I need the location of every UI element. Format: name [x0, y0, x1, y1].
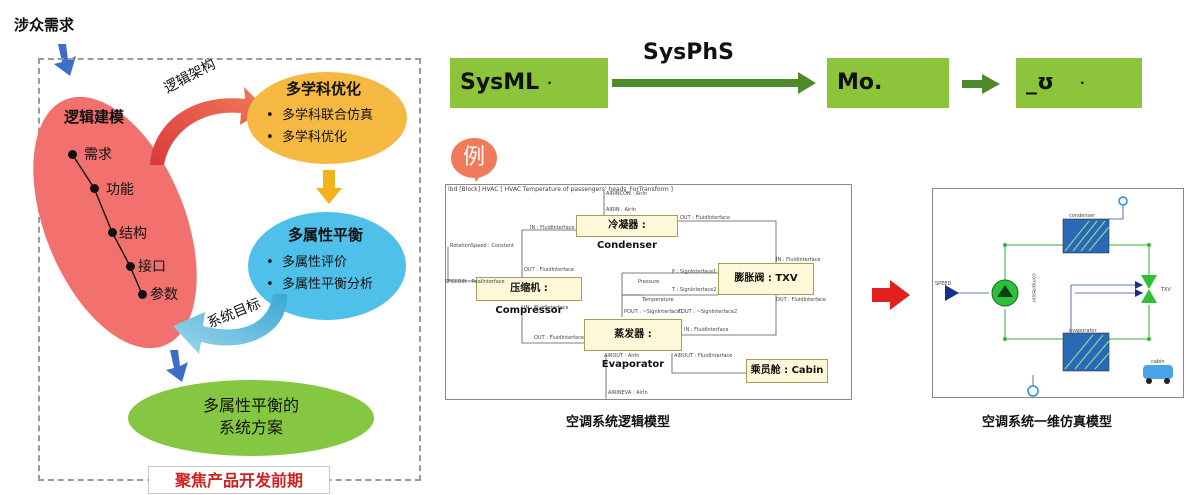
port-label: IN : FluidInterface: [776, 257, 821, 263]
sysml-mark: ·: [547, 76, 552, 90]
port-label: Pressure: [638, 279, 660, 285]
logic-item-structure: 结构: [119, 226, 147, 242]
simulation-model-diagram: condenser compressor evaporator cabin TX…: [932, 188, 1184, 398]
port-label: AIROUT : FluidInterface: [674, 353, 733, 359]
tool-label: _ʊ: [1026, 70, 1054, 95]
tree-node: [68, 150, 77, 159]
scheme-line-2: 系统方案: [218, 418, 283, 437]
tool-box: _ʊ ·: [1016, 58, 1142, 108]
sysphs-label: SysPhS: [643, 40, 734, 65]
port-label: P : SignInterface1: [672, 269, 717, 275]
condenser-block: 冷凝器 : Condenser: [576, 215, 678, 251]
balance-title: 多属性平衡: [288, 226, 364, 244]
example-badge: 例: [451, 138, 497, 178]
cabin-block: 乘员舱 : Cabin: [746, 359, 828, 383]
scheme-ellipse: [128, 380, 374, 456]
logic-item-parameter: 参数: [150, 287, 178, 303]
down-arrow-icon: [166, 350, 188, 382]
logic-item-requirement: 需求: [84, 147, 112, 163]
logic-model-caption: 空调系统逻辑模型: [566, 415, 671, 430]
multidiscipline-item-text: 多学科优化: [281, 130, 347, 145]
port-label: IN : FluidInterface: [524, 305, 569, 311]
sim-label-evaporator: evaporator: [1069, 328, 1097, 334]
port-label: IN : FluidInterface: [684, 327, 729, 333]
port-label: AIRINEVA : AirIn: [608, 390, 648, 396]
multidiscipline-item: • 多学科联合仿真: [266, 108, 373, 123]
port-label: TOUT : ~SignInterface2: [678, 309, 738, 315]
down-arrow-icon: [316, 170, 342, 204]
sim-label-txv: TXV: [1161, 287, 1171, 293]
sim-model-caption: 空调系统一维仿真模型: [982, 415, 1113, 430]
scheme-text: 多属性平衡的 系统方案: [128, 395, 374, 439]
port-label: T : SignInterface2: [672, 287, 717, 293]
port-label: RotationSpeed : Constent: [450, 243, 514, 249]
port-label: SPEEDIN : RealInterface: [445, 279, 505, 285]
compressor-block: 压缩机 : Compressor: [476, 277, 582, 316]
port-label: Temperature: [642, 297, 674, 303]
evaporator-block: 蒸发器 : Evaporator: [584, 319, 682, 370]
port-label: AIRIN : AirIn: [606, 207, 636, 213]
port-label: OUT : FluidInterface: [680, 215, 730, 221]
logic-architecture-arrow: [150, 87, 266, 165]
sysphs-arrow: [612, 72, 816, 94]
tree-node: [138, 290, 147, 299]
chevron-right-icon: [962, 74, 1000, 94]
port-label: OUT : FluidInterface: [776, 297, 826, 303]
sim-label-condenser: condenser: [1069, 213, 1096, 219]
sim-label-compressor: compressor: [1030, 273, 1037, 303]
sim-connectors: [945, 196, 1173, 397]
sim-label-speed: SPEED: [935, 281, 952, 287]
multidiscipline-item: • 多学科优化: [266, 130, 347, 145]
system-goal-arrow: [173, 294, 288, 354]
page-title: 涉众需求: [14, 16, 75, 34]
scheme-line-1: 多属性平衡的: [202, 396, 299, 415]
balance-item-text: 多属性平衡分析: [281, 277, 373, 292]
sysml-label: SysML: [460, 70, 540, 95]
logic-model-diagram: ibd [Block] HVAC [ HVAC Temperature of p…: [445, 184, 852, 400]
balance-item: • 多属性平衡分析: [266, 277, 373, 292]
port-label: AIROUT : AirIn: [604, 353, 640, 359]
txv-block: 膨胀阀 : TXV: [718, 263, 814, 295]
multidiscipline-title: 多学科优化: [286, 80, 362, 98]
logic-item-function: 功能: [106, 182, 134, 198]
modelica-label: Mo.: [837, 70, 883, 95]
balance-item: • 多属性评价: [266, 255, 347, 270]
tree-node: [126, 262, 135, 271]
sysml-box: SysML ·: [450, 58, 608, 108]
modelica-box: Mo.: [827, 58, 949, 108]
phase-label: 聚焦产品开发前期: [148, 466, 330, 494]
diagram-header: ibd [Block] HVAC [ HVAC Temperature of p…: [448, 186, 673, 193]
multidiscipline-item-text: 多学科联合仿真: [281, 108, 373, 123]
tree-node: [90, 184, 99, 193]
logic-item-interface: 接口: [138, 259, 166, 275]
port-label: POUT : ~SignInterface1: [624, 309, 684, 315]
sim-label-cabin: cabin: [1151, 359, 1165, 365]
badge-tail-icon: [472, 170, 484, 182]
multidiscipline-ellipse: [247, 72, 407, 164]
port-label: OUT : FluidInterface: [524, 267, 574, 273]
down-arrow-icon: [54, 44, 76, 76]
logic-modeling-title: 逻辑建模: [64, 108, 125, 126]
balance-item-text: 多属性评价: [281, 255, 347, 270]
diagram-connectors: [447, 191, 777, 399]
port-label: OUT : FluidInterface: [534, 335, 584, 341]
port-label: IN : FluidInterface: [530, 225, 575, 231]
tree-node: [108, 228, 117, 237]
right-arrow-icon: [872, 280, 910, 310]
tool-mark: ·: [1080, 76, 1085, 90]
port-label: AIRINCON : AirIn: [606, 191, 648, 197]
